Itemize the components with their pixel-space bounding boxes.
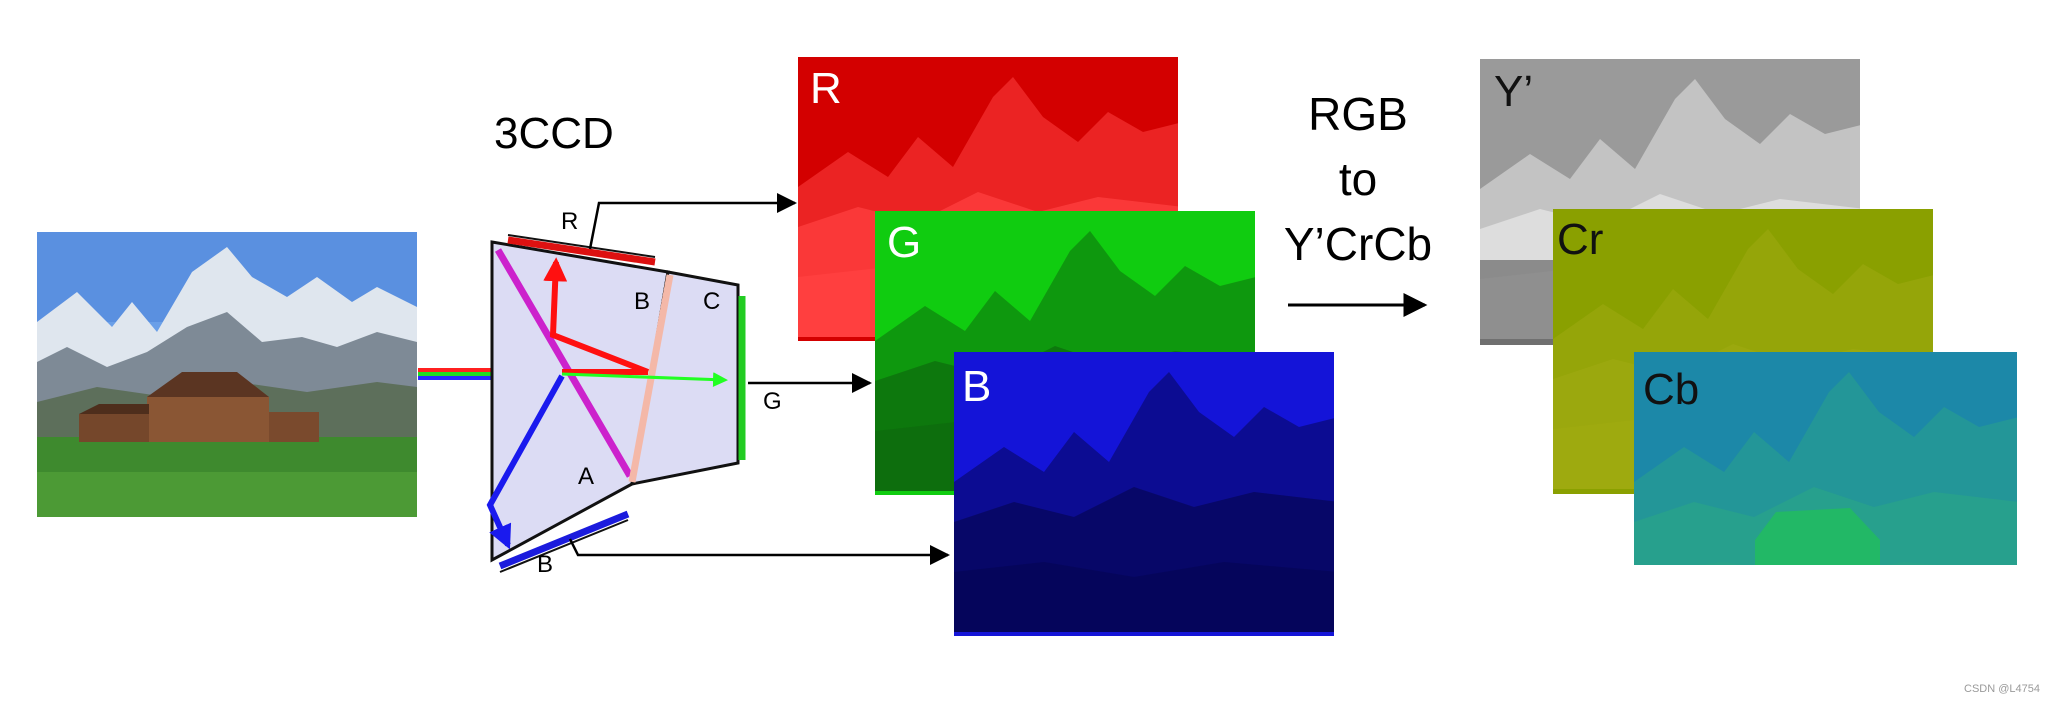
sensor-b-bar xyxy=(498,510,630,570)
channel-g-label: G xyxy=(887,218,921,267)
channel-y-label: Y’ xyxy=(1494,67,1533,116)
sensor-g-label: G xyxy=(763,388,782,415)
prism-title: 3CCD xyxy=(494,109,614,158)
conversion-line-2: to xyxy=(1339,153,1377,205)
watermark: CSDN @L4754 xyxy=(1964,683,2040,695)
connector-r xyxy=(588,193,797,250)
prism-a-label: A xyxy=(578,463,594,490)
dichroic-mirror-a xyxy=(494,248,634,478)
prism-b-label: B xyxy=(634,288,650,315)
connector-b xyxy=(568,538,950,565)
channel-cb-label: Cb xyxy=(1643,365,1699,414)
prism-c-label: C xyxy=(703,288,720,315)
source-photo xyxy=(37,232,417,517)
red-ray-reflected xyxy=(543,257,650,375)
channel-b-image: B xyxy=(954,352,1334,636)
conversion-line-3: Y’CrCb xyxy=(1284,218,1432,270)
conversion-line-1: RGB xyxy=(1308,88,1408,140)
sensor-b-label: B xyxy=(537,551,553,578)
channel-r-label: R xyxy=(810,64,842,113)
blue-ray xyxy=(486,374,565,550)
sensor-r-bar xyxy=(507,236,656,266)
channel-b-label: B xyxy=(962,362,991,411)
sensor-r-label: R xyxy=(561,208,578,235)
beam-splitter-prism xyxy=(486,234,746,573)
channel-cb-image: Cb xyxy=(1634,352,2017,565)
green-ray xyxy=(561,372,728,388)
conversion-caption: RGB to Y’CrCb xyxy=(1284,88,1432,270)
channel-cr-label: Cr xyxy=(1557,215,1603,264)
